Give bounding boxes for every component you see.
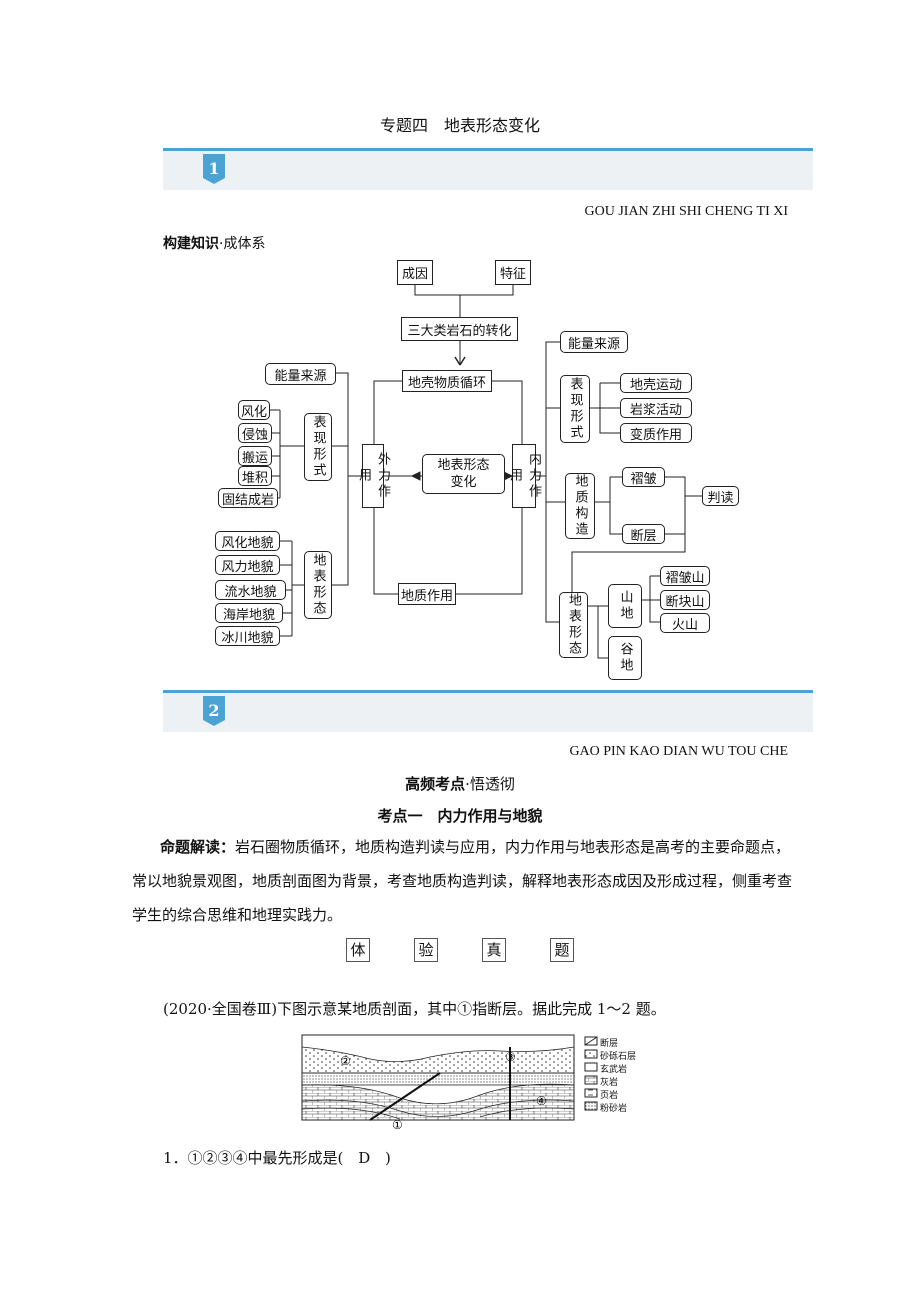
- legend-limestone: 灰岩: [600, 1078, 619, 1088]
- tiyan-char: 验: [414, 938, 438, 962]
- tiyan-char: 真: [482, 938, 506, 962]
- question-1-answer: D: [358, 1149, 371, 1167]
- diagram-left-form-erosion: 侵蚀: [238, 423, 272, 443]
- question-1-text: 1．①②③④中最先形成是(: [163, 1149, 344, 1167]
- section-heading-2: 高频考点·悟透彻: [405, 775, 515, 793]
- section-banner-1: 1: [163, 148, 813, 190]
- diagram-left-form-lithification: 固结成岩: [218, 488, 278, 508]
- diagram-right-forms-label: 表现形式: [560, 375, 590, 443]
- diagram-right-judge: 判读: [702, 486, 739, 506]
- legend-basalt: 玄武岩: [600, 1065, 628, 1075]
- diagram-right-form-crust: 地壳运动: [620, 373, 692, 393]
- legend-siltstone: 粉砂岩: [600, 1104, 628, 1114]
- section-pinyin-2: GAO PIN KAO DIAN WU TOU CHE: [569, 744, 788, 759]
- diagram-left-landform-glacial: 冰川地貌: [215, 626, 280, 646]
- diagram-box-crust-cycle: 地壳物质循环: [402, 370, 492, 392]
- diagram-right-mountain-fault: 断块山: [660, 590, 710, 610]
- diagram-left-form-transport: 搬运: [238, 446, 272, 466]
- diagram-box-rock-transform: 三大类岩石的转化: [401, 317, 518, 341]
- diagram-right-structure-fold: 褶皱: [622, 467, 665, 487]
- kaodian-title: 考点一 内力作用与地貌: [377, 807, 543, 825]
- diagram-right-mountain: 山地: [608, 584, 642, 628]
- diagram-box-feature: 特征: [495, 260, 531, 285]
- tiyan-heading: 体验真题: [0, 938, 920, 962]
- geologic-section-figure: ① ② ③ ④ 断层 砂砾石层 玄武岩 灰岩 页岩 粉砂岩: [300, 1033, 680, 1133]
- diagram-right-energy: 能量来源: [560, 331, 628, 353]
- diagram-right-mountain-volcano: 火山: [660, 613, 710, 633]
- diagram-box-surface-change: 地表形态变化: [422, 454, 505, 494]
- diagram-left-form-deposition: 堆积: [238, 466, 272, 486]
- geologic-section-drawing: ① ② ③ ④: [301, 1034, 598, 1132]
- diagram-right-form-metamorphism: 变质作用: [620, 423, 692, 443]
- legend-gravel: 砂砾石层: [600, 1052, 637, 1062]
- diagram-left-landform-weathering: 风化地貌: [215, 531, 280, 551]
- diagram-right-landform-label: 地表形态: [559, 592, 588, 658]
- diagram-left-landform-coastal: 海岸地貌: [215, 603, 283, 623]
- diagram-right-mountain-fold: 褶皱山: [660, 566, 710, 586]
- diagram-left-form-weathering: 风化: [238, 400, 270, 420]
- section-pinyin-1: GOU JIAN ZHI SHI CHENG TI XI: [584, 204, 789, 219]
- tiyan-char: 体: [346, 938, 370, 962]
- question-1-close: ): [385, 1149, 391, 1167]
- diagram-box-external-force: 外力作用: [356, 444, 390, 508]
- diagram-left-landform-fluvial: 流水地貌: [215, 580, 286, 600]
- mingti-text: 岩石圈物质循环，地质构造判读与应用，内力作用与地表形态是高考的主要命题点，常以地…: [132, 838, 793, 924]
- tiyan-char: 题: [550, 938, 574, 962]
- diagram-right-form-magma: 岩浆活动: [620, 398, 692, 418]
- diagram-right-structure-fault: 断层: [622, 524, 665, 544]
- knowledge-diagram: 成因 特征 三大类岩石的转化 地壳物质循环 地表形态变化 地质作用 外力作用 内…: [215, 260, 739, 680]
- legend-fault: 断层: [600, 1039, 619, 1049]
- figure-marker-1: ①: [392, 1118, 403, 1132]
- diagram-right-valley: 谷地: [608, 636, 642, 680]
- mingti-paragraph: 命题解读：岩石圈物质循环，地质构造判读与应用，内力作用与地表形态是高考的主要命题…: [132, 830, 792, 932]
- diagram-left-energy: 能量来源: [265, 363, 336, 385]
- diagram-left-landform-label: 地表形态: [304, 551, 332, 619]
- diagram-box-geo-process: 地质作用: [398, 583, 456, 605]
- diagram-left-landform-wind: 风力地貌: [215, 555, 280, 575]
- mingti-label: 命题解读：: [160, 838, 236, 856]
- section-banner-2: 2: [163, 690, 813, 732]
- section-badge-1: 1: [203, 154, 225, 184]
- question-1: 1．①②③④中最先形成是( D ): [163, 1147, 391, 1168]
- figure-marker-4: ④: [536, 1094, 547, 1108]
- diagram-left-forms-label: 表现形式: [304, 413, 332, 481]
- question-intro: (2020·全国卷Ⅲ)下图示意某地质剖面，其中①指断层。据此完成 1～2 题。: [163, 1000, 666, 1018]
- diagram-box-internal-force: 内力作用: [507, 444, 541, 508]
- legend-shale: 页岩: [600, 1091, 619, 1101]
- diagram-box-cause: 成因: [397, 260, 433, 285]
- section-heading-1: 构建知识·成体系: [163, 236, 266, 252]
- diagram-connectors: [270, 285, 702, 659]
- page-title: 专题四 地表形态变化: [379, 116, 540, 135]
- diagram-right-structure-label: 地质构造: [565, 473, 595, 539]
- figure-marker-3: ③: [505, 1050, 516, 1064]
- section-badge-2: 2: [203, 696, 225, 726]
- figure-marker-2: ②: [340, 1054, 351, 1068]
